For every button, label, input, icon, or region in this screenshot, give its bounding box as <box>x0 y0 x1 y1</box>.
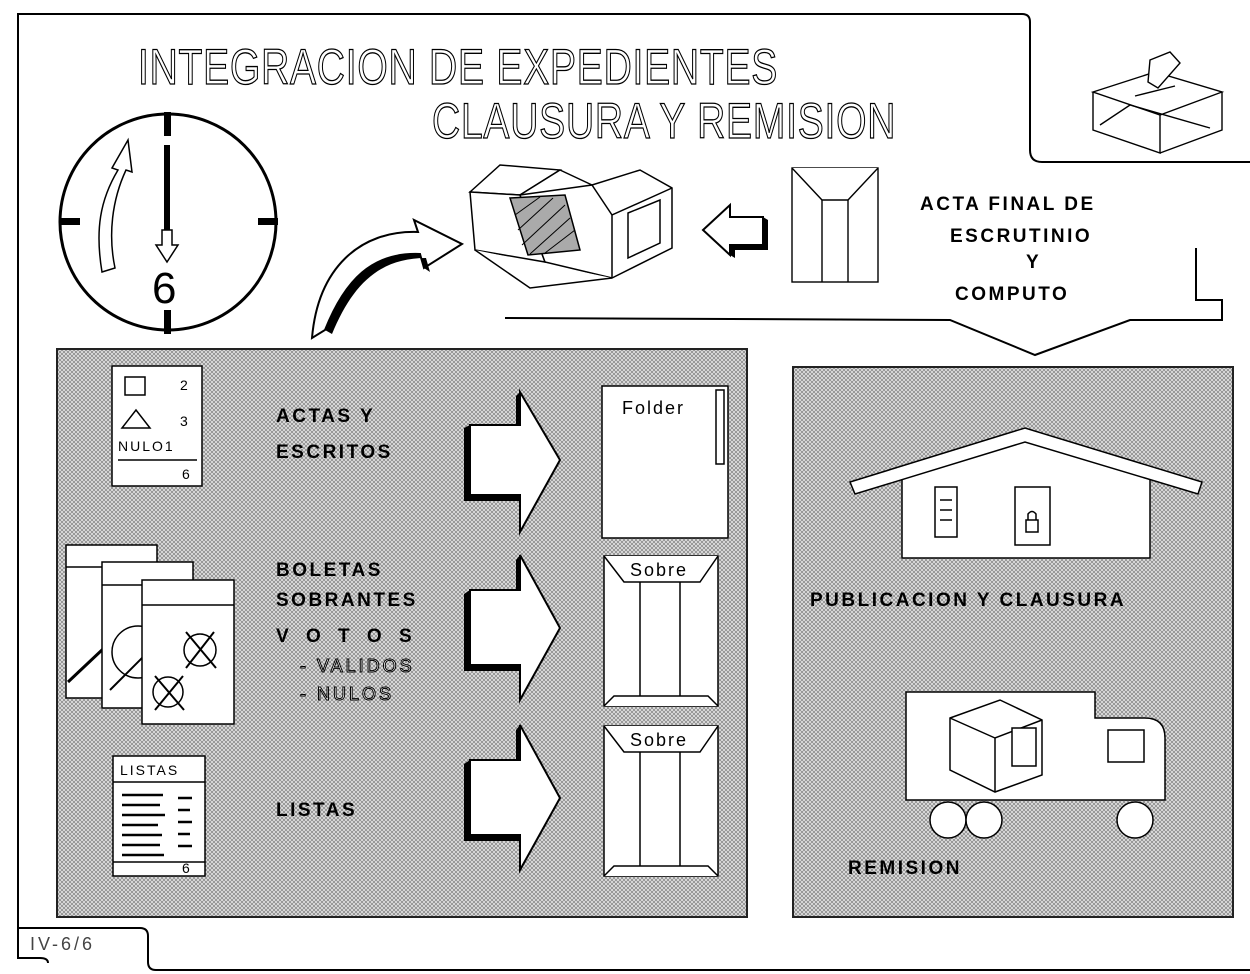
acta-final-line-1: ACTA FINAL DE <box>920 194 1096 215</box>
sobre-icon-1 <box>603 555 719 707</box>
step-arrow-1 <box>464 388 562 536</box>
actas-label-2: ESCRITOS <box>276 442 393 463</box>
sobre-label-2: Sobre <box>630 730 689 750</box>
page-label: IV-6/6 <box>30 934 96 954</box>
validos-label: - VALIDOS <box>300 656 415 677</box>
acta-icon-row2: 3 <box>180 413 190 429</box>
acta-final-line-4: COMPUTO <box>955 284 1070 305</box>
step-arrow-2 <box>464 554 562 704</box>
lists-sheet-icon <box>112 755 206 877</box>
acta-bracket <box>504 248 1223 357</box>
page-tab-frame <box>18 927 1250 971</box>
page-frame <box>17 26 49 964</box>
listas-icon-header: LISTAS <box>120 762 180 778</box>
ballots-stack-icon <box>65 544 235 725</box>
building-icon <box>848 427 1203 559</box>
folder-label: Folder <box>622 398 686 418</box>
envelope-icon <box>791 167 879 283</box>
acta-icon-row1: 2 <box>180 377 190 393</box>
title-line-2: CLAUSURA Y REMISION <box>431 92 897 149</box>
ballot-box-icon <box>1090 51 1225 154</box>
page-frame-top <box>17 13 1250 163</box>
title-line-1: INTEGRACION DE EXPEDIENTES <box>137 38 779 95</box>
listas-icon-page: 6 <box>182 860 192 876</box>
listas-label: LISTAS <box>276 800 358 821</box>
boletas-label-2: SOBRANTES <box>276 590 418 611</box>
step-arrow-3 <box>464 724 562 874</box>
actas-label-1: ACTAS Y <box>276 406 376 427</box>
sobre-label-1: Sobre <box>630 560 689 580</box>
acta-icon-total: 6 <box>182 466 192 482</box>
nulos-label: - NULOS <box>299 684 395 705</box>
box-hatch <box>514 196 576 255</box>
clock-hour-label: 6 <box>152 264 177 313</box>
acta-icon-nulo: NULO1 <box>118 438 175 454</box>
publicacion-label: PUBLICACION Y CLAUSURA <box>810 590 1127 611</box>
remision-label: REMISION <box>848 858 962 879</box>
boletas-label-1: BOLETAS <box>276 560 383 581</box>
folder-icon <box>601 385 729 539</box>
acta-sheet-icon <box>111 365 203 487</box>
acta-final-line-3: Y <box>1026 252 1042 273</box>
open-box-icon <box>468 164 673 289</box>
clock-icon <box>58 112 278 334</box>
truck-icon <box>905 691 1166 839</box>
sobre-icon-2 <box>603 725 719 877</box>
acta-final-line-2: ESCRUTINIO <box>950 226 1093 247</box>
votos-label: V O T O S <box>276 626 418 647</box>
